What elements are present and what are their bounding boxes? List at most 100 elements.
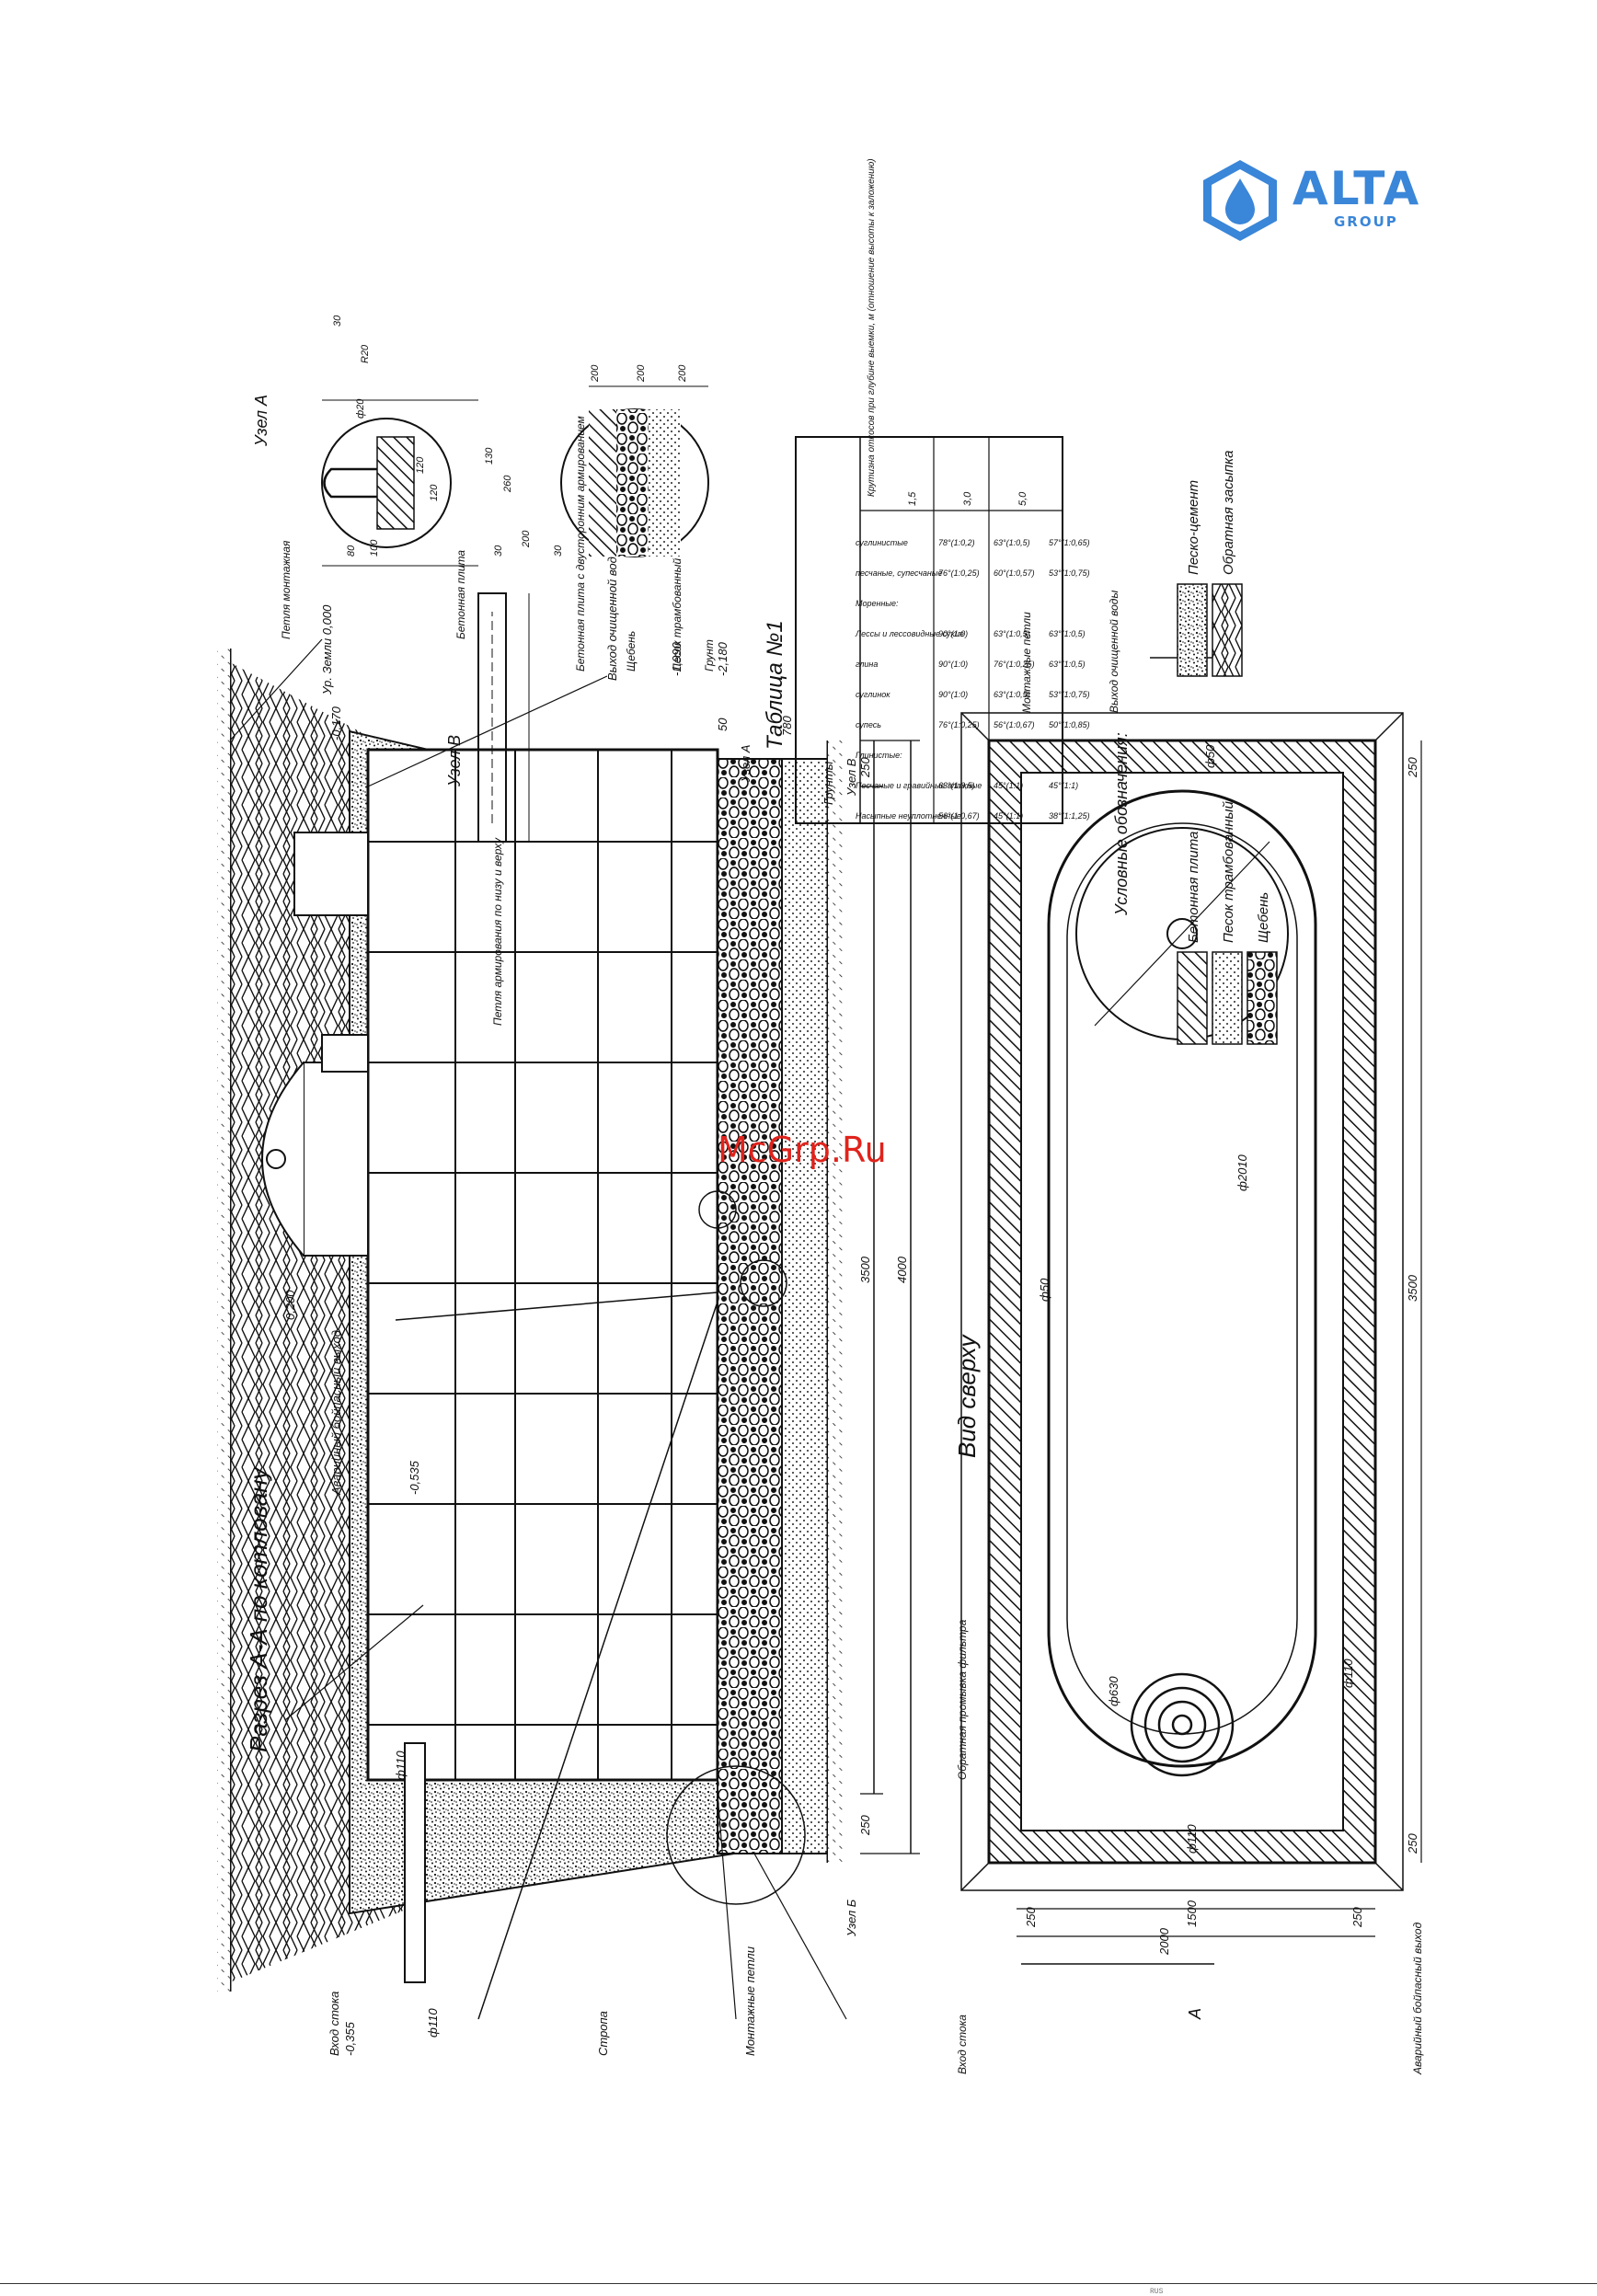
watermark: McGrp.Ru <box>718 1130 887 1170</box>
node-a-label-10: 120 <box>415 456 426 474</box>
label-mounting-loops: Монтажные петли <box>743 1946 757 2056</box>
node-a-label-3: 100 <box>369 539 380 557</box>
node-a-detail <box>321 399 478 567</box>
label-0170: -0,170 <box>329 706 343 740</box>
table-cell: 76°(1:0,25) <box>994 660 1035 669</box>
node-a-label-2: 80 <box>346 545 357 557</box>
label-d110: ф110 <box>426 2008 440 2038</box>
node-a-label-5: ф20 <box>355 398 366 419</box>
table-row-name: Песчаные и гравийные влажные <box>856 781 982 790</box>
table-depth-0: 1,5 <box>907 491 918 506</box>
table-cell: 76°(1:0,25) <box>938 568 980 578</box>
table-cell: 56°(1:0,67) <box>994 720 1035 729</box>
legend-title: Условные обозначения: <box>1112 732 1131 916</box>
legend-item-2: Щебень <box>1256 892 1271 943</box>
table-cell: 63°(1:0,5) <box>1049 660 1086 669</box>
node-b-label-0: Бетонная плита с двусторонним армировани… <box>574 416 587 672</box>
table-row-name: суглинок <box>856 690 890 699</box>
legend <box>1177 583 1278 1045</box>
label-node-a: Узел А <box>739 745 753 783</box>
node-b-label-1: Щебень <box>625 631 638 672</box>
label-emergency-level: -0,535 <box>408 1460 421 1495</box>
footer-text: RUS <box>1150 2288 1164 2296</box>
table-cell: 63°(1:0,5) <box>994 629 1030 638</box>
label-dim-780: 780 <box>780 716 794 736</box>
node-a-label-1: Бетонная плита <box>454 550 467 639</box>
node-b-label-4: 200 <box>590 364 601 383</box>
table-cell: 90°(1:0) <box>938 629 968 638</box>
node-v-label-1: 30 <box>493 545 504 557</box>
table-cell: 90°(1:0) <box>938 690 968 699</box>
table-col-header: Грунты <box>821 761 835 805</box>
label-ground-mark: Ур. Земли 0,000 <box>320 604 334 695</box>
node-a-label-6: 120 <box>429 484 440 501</box>
table-cell: 45°(1:1) <box>994 781 1023 790</box>
label-top-emergency: Аварийный бойпасный выход <box>1411 1922 1424 2075</box>
label-0200: 0,200 <box>283 1290 297 1320</box>
node-a-label-9: R20 <box>360 344 371 363</box>
table-title: Таблица №1 <box>763 620 787 750</box>
top-view <box>960 657 1422 1965</box>
label-d630: ф630 <box>1107 1676 1120 1706</box>
table-row-name: глина <box>856 660 878 669</box>
label-dim-3500: 3500 <box>858 1256 872 1283</box>
table-row-name: Лессы и лессовидные сухие <box>855 629 964 638</box>
node-b-label-3: Грунт <box>703 639 716 672</box>
table-depth-2: 5,0 <box>1017 491 1028 506</box>
node-a-label-7: 130 <box>484 447 495 465</box>
table-row-name: Моренные: <box>856 599 899 608</box>
table-cell: 56°(1:0,67) <box>938 811 980 821</box>
table-cell: 76°(1:0,25) <box>938 720 980 729</box>
node-v-label-2: 200 <box>521 530 532 548</box>
label-d2010: ф2010 <box>1235 1154 1249 1191</box>
table-cell: 78°(1:0,2) <box>938 538 975 547</box>
table-cell: 38°(1:1,25) <box>1049 811 1090 821</box>
table-cell: 60°(1:0,57) <box>994 568 1035 578</box>
table-cell: 50°(1:0,85) <box>1049 720 1090 729</box>
label-emergency: Аварийный бойпасный выход <box>329 1330 343 1496</box>
node-a-label-8: 260 <box>502 475 513 493</box>
label-dim-2000: 2000 <box>1157 1927 1171 1956</box>
table-cell: 63°(1:0,5) <box>1049 629 1086 638</box>
label-d110a: ф110 <box>1185 1824 1199 1854</box>
label-dim-250-3: 250 <box>1406 1833 1419 1854</box>
table-row-name: Насыпные неуплотненные <box>856 811 961 821</box>
node-v-detail <box>477 592 530 843</box>
legend-item-1: Песок трамбованный <box>1221 800 1236 943</box>
label-dim-1500: 1500 <box>1185 1900 1199 1927</box>
label-dim-4000: 4000 <box>895 1256 909 1283</box>
table-group-header: Крутизна откосов при глубине выемки, м (… <box>866 158 877 497</box>
table-cell: 45°(1:1) <box>994 811 1023 821</box>
label-d110b: ф110 <box>1341 1659 1355 1688</box>
label-top-backwash: Обратная промывка фильтра <box>956 1619 969 1780</box>
label-top-inlet: Вход стока <box>956 2015 969 2074</box>
table-row-name: песчаные, супесчаные <box>856 568 943 578</box>
table-row-name: Глинистые: <box>856 751 902 760</box>
legend-item-4: Обратная засыпка <box>1221 451 1236 575</box>
label-top-mounting: Монтажные петли <box>1020 612 1033 713</box>
table-1 <box>795 436 1063 824</box>
table-cell: 63°(1:0,5) <box>938 781 975 790</box>
top-view-title: Вид сверху <box>953 1334 981 1458</box>
table-cell: 63°(1:0,5) <box>994 538 1030 547</box>
node-b-label-2: Песок трамбованный <box>671 558 684 672</box>
label-purified: Выход очищенной воды <box>605 547 619 681</box>
section-view <box>217 638 920 2020</box>
label-d50b: ф50 <box>1203 744 1217 768</box>
brand-sub: GROUP <box>1334 213 1398 230</box>
node-a-label-4: 30 <box>332 315 343 327</box>
table-cell: 63°(1:0,5) <box>994 690 1030 699</box>
table-cell: 53°(1:0,75) <box>1049 690 1090 699</box>
node-v-title: Узел В <box>445 735 464 787</box>
label-top-dim-3500: 3500 <box>1406 1274 1419 1302</box>
label-dim-250-1: 250 <box>1024 1907 1038 1928</box>
legend-item-3: Песко-цемент <box>1186 480 1201 575</box>
legend-item-0: Бетонная плита <box>1186 832 1201 943</box>
table-cell: 45°(1:1) <box>1049 781 1078 790</box>
node-v-label-0: Петля армирования по низу и верху <box>491 837 504 1026</box>
brand-name: ALTA <box>1293 162 1421 215</box>
footer-rule <box>0 2283 1597 2284</box>
label-inlet: Вход стока <box>327 1992 341 2056</box>
label-sling: Стропа <box>596 2011 610 2056</box>
